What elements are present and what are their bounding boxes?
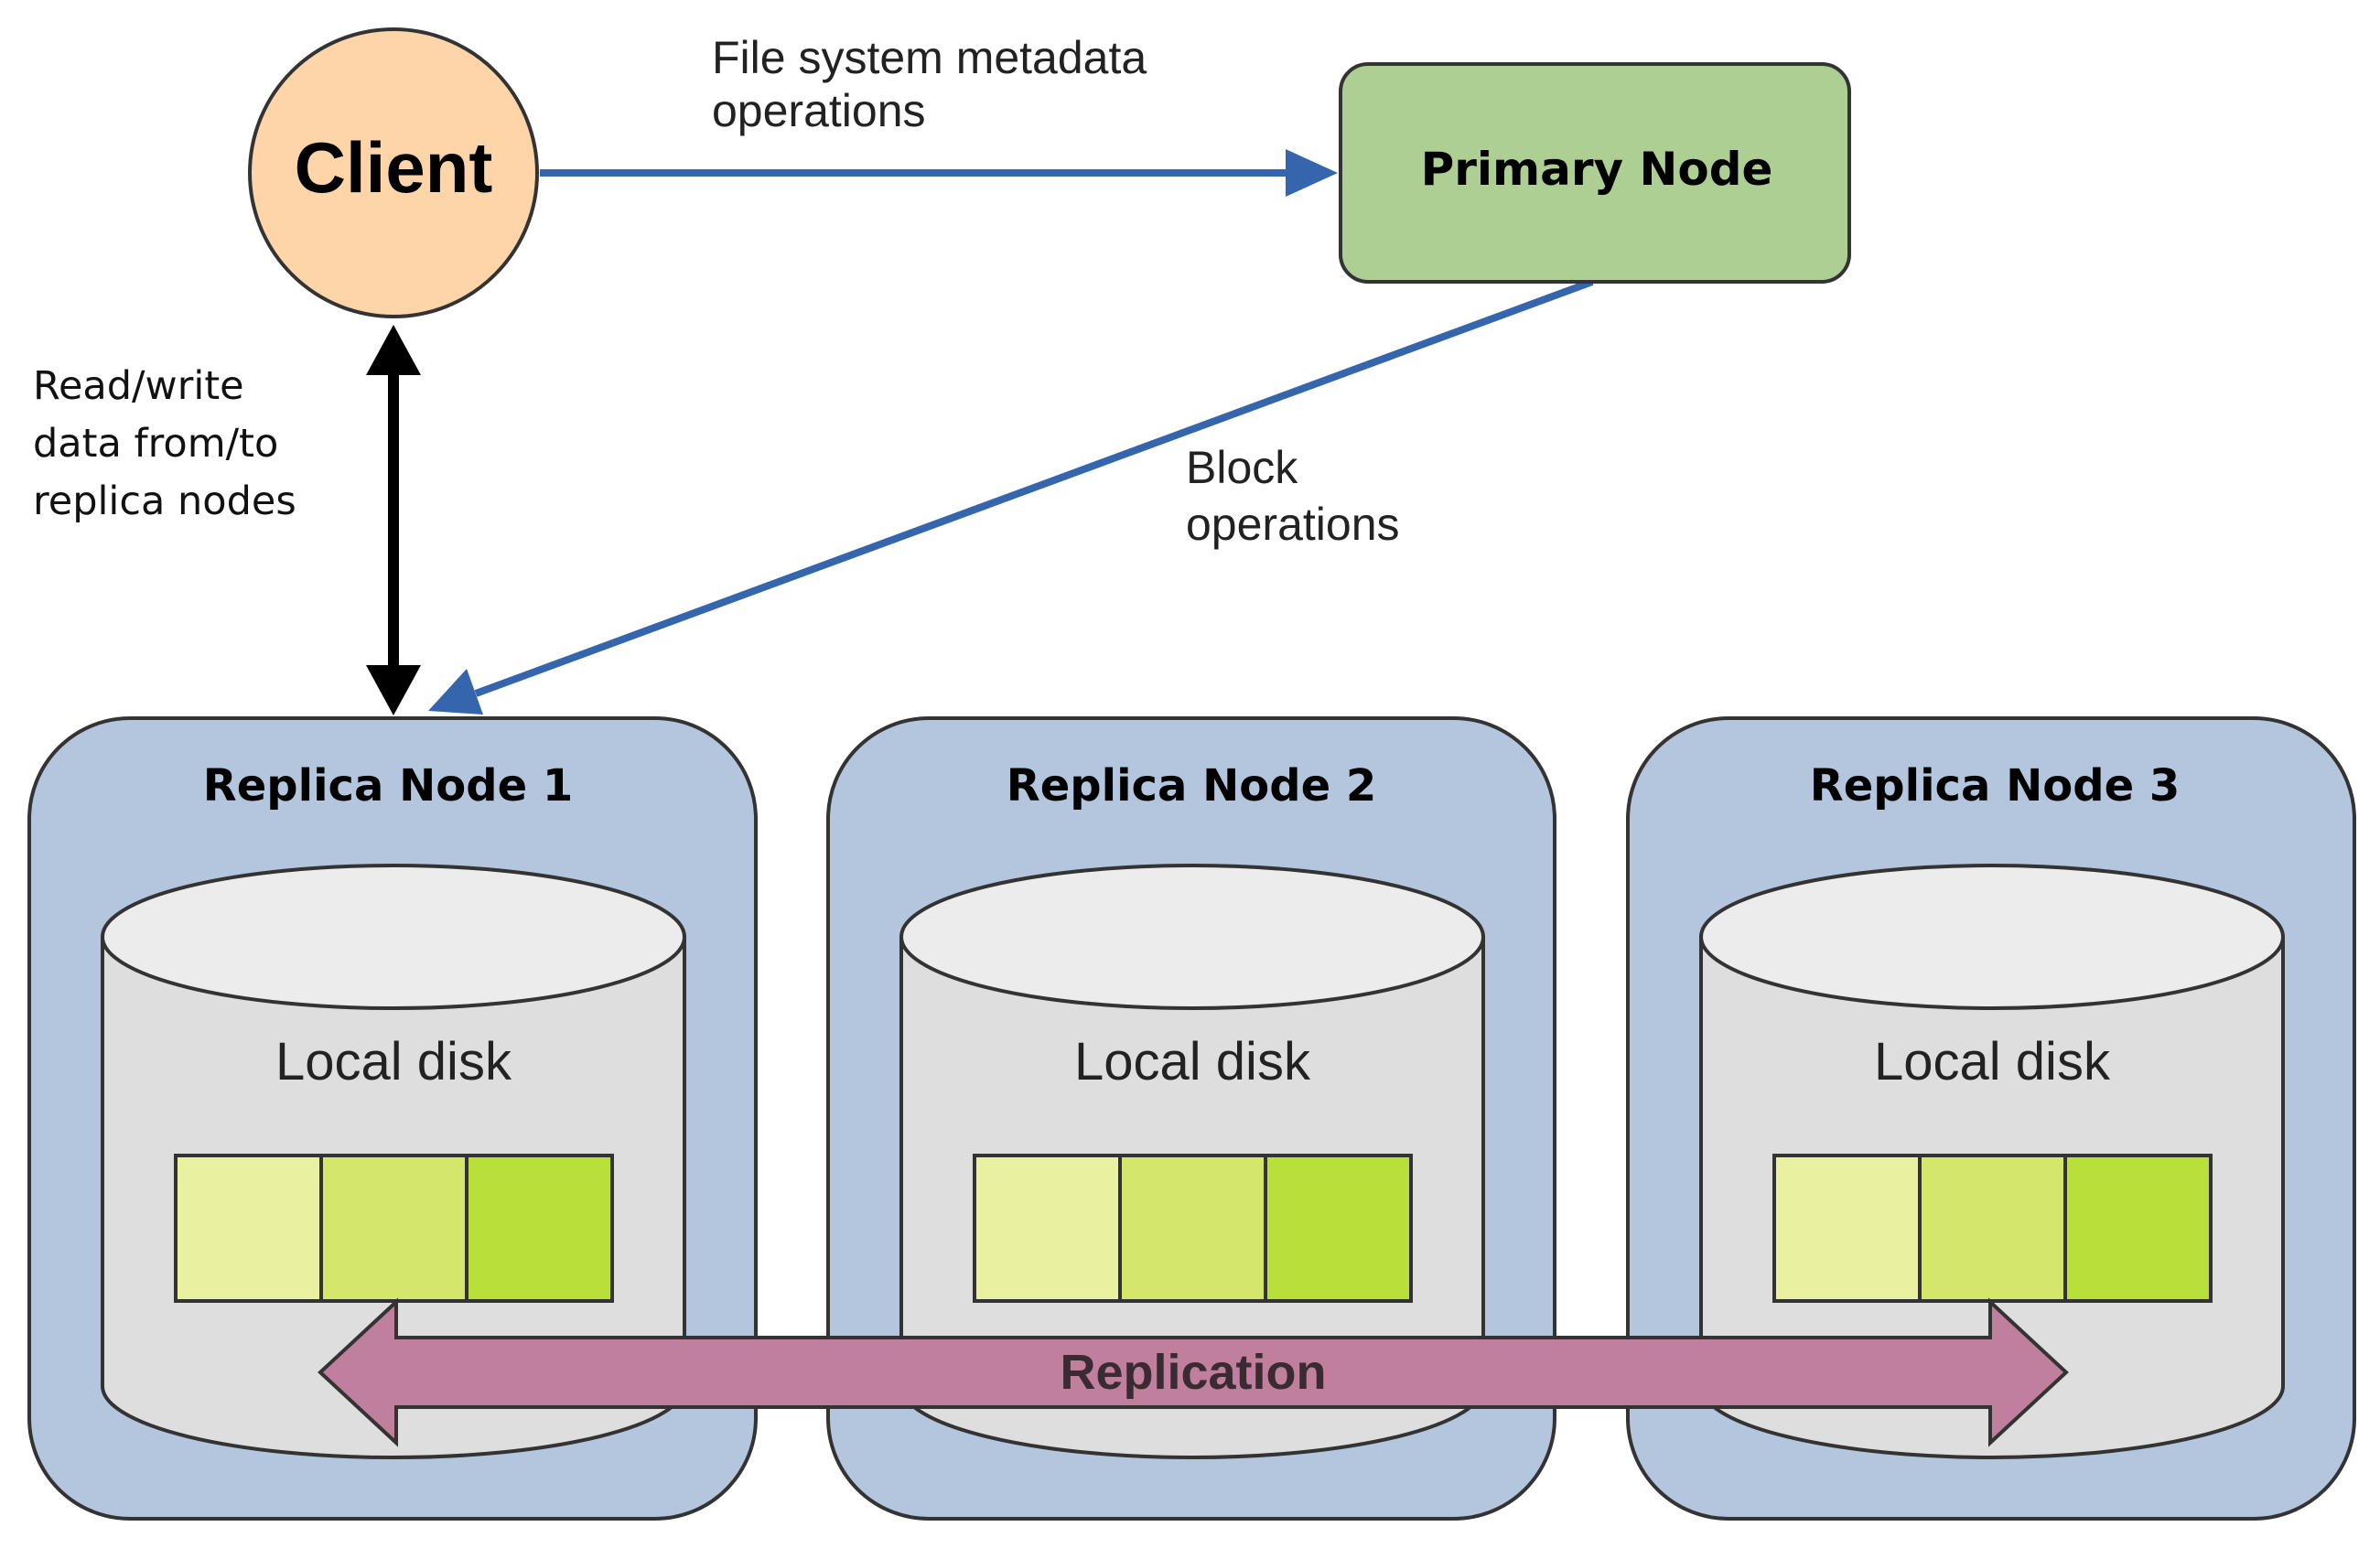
- read-write-label: Read/write data from/to replica nodes: [33, 363, 296, 524]
- replica-node-3[interactable]: Replica Node 3 Local disk: [1626, 716, 2356, 1521]
- arrow-shaft: [474, 278, 1594, 697]
- arrow-head: [428, 669, 483, 715]
- disk-label: Local disk: [1874, 1032, 2111, 1091]
- local-disk: Local disk: [899, 864, 1485, 1459]
- disk-label: Local disk: [275, 1032, 512, 1091]
- data-block-3: [2063, 1154, 2213, 1303]
- client-node[interactable]: Client: [248, 27, 539, 318]
- replication-label: Replication: [1060, 1345, 1326, 1400]
- arrow-head-up: [366, 325, 421, 375]
- block-operations-arrow: [428, 278, 1594, 715]
- arrow-head: [1286, 149, 1338, 197]
- arrow-head-down: [366, 665, 421, 715]
- replica-node-label: Replica Node 2: [1007, 760, 1377, 812]
- data-block-1: [973, 1154, 1122, 1303]
- data-block-1: [174, 1154, 323, 1303]
- read-write-arrow: [366, 325, 421, 715]
- block-operations-label: Block operations: [1186, 442, 1400, 550]
- replication-arrow-shape: [318, 1297, 2069, 1447]
- local-disk: Local disk: [1699, 864, 2285, 1459]
- replica-node-2[interactable]: Replica Node 2 Local disk: [826, 716, 1556, 1521]
- primary-node-label: Primary Node: [1421, 143, 1773, 196]
- data-block-2: [1918, 1154, 2067, 1303]
- replication-arrow: Replication: [318, 1297, 2069, 1447]
- disk-cylinder-top: [1699, 864, 2285, 1010]
- metadata-operations-label: File system metadata operations: [712, 32, 1159, 136]
- local-disk: Local disk: [101, 864, 686, 1459]
- data-block-3: [1264, 1154, 1413, 1303]
- data-block-1: [1772, 1154, 1922, 1303]
- primary-node[interactable]: Primary Node: [1339, 62, 1851, 284]
- replica-node-label: Replica Node 3: [1810, 760, 2181, 812]
- replica-node-label: Replica Node 1: [203, 760, 574, 812]
- primary-node-box: [1339, 62, 1851, 284]
- disk-cylinder-top: [899, 864, 1485, 1010]
- client-circle: [248, 27, 539, 318]
- replica-node-1[interactable]: Replica Node 1 Local disk: [27, 716, 758, 1521]
- client-label: Client: [295, 127, 493, 208]
- metadata-operations-arrow: [540, 149, 1338, 197]
- disk-label: Local disk: [1074, 1032, 1311, 1091]
- disk-cylinder-top: [101, 864, 686, 1010]
- data-block-2: [319, 1154, 468, 1303]
- data-block-3: [465, 1154, 614, 1303]
- data-block-2: [1118, 1154, 1267, 1303]
